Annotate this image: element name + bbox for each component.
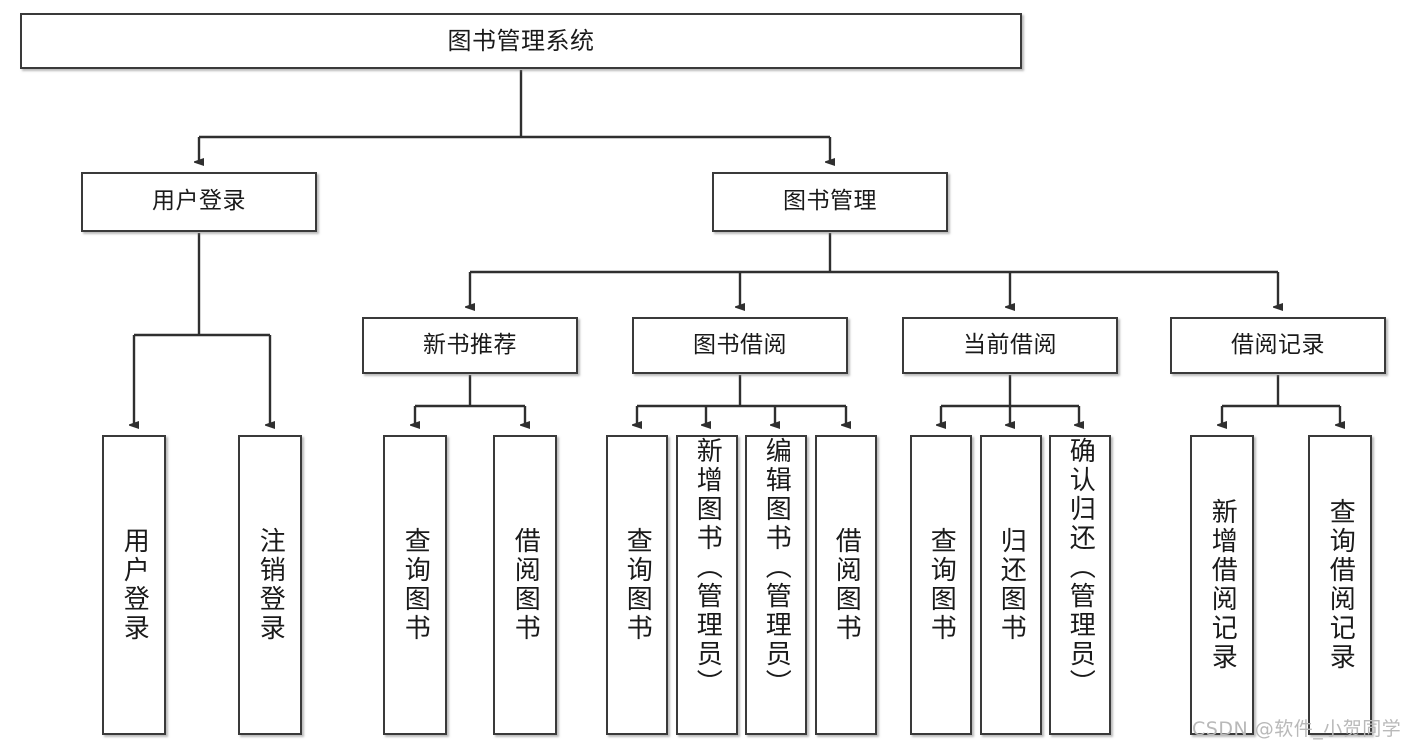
leaf-query-book-recommend[interactable]: 查询图书	[383, 435, 447, 735]
node-book-management-label: 图书管理	[783, 188, 877, 215]
leaf-return-book-label: 归还图书	[996, 527, 1027, 643]
leaf-add-borrow-record-label: 新增借阅记录	[1207, 498, 1238, 672]
node-user-login-label: 用户登录	[152, 188, 246, 215]
node-book-management[interactable]: 图书管理	[712, 172, 948, 232]
leaf-add-book-admin-label: 新增图书（管理员）	[692, 437, 723, 698]
node-root-label: 图书管理系统	[447, 26, 595, 55]
leaf-query-book-borrow[interactable]: 查询图书	[606, 435, 668, 735]
leaf-query-borrow-record[interactable]: 查询借阅记录	[1308, 435, 1372, 735]
leaf-logout-label: 注销登录	[255, 527, 286, 643]
leaf-query-book-borrow-label: 查询图书	[622, 527, 653, 643]
leaf-borrow-book-label: 借阅图书	[831, 527, 862, 643]
leaf-edit-book-admin[interactable]: 编辑图书（管理员）	[745, 435, 807, 735]
leaf-borrow-book-recommend-label: 借阅图书	[510, 527, 541, 643]
leaf-confirm-return-admin[interactable]: 确认归还（管理员）	[1049, 435, 1111, 735]
node-book-borrow[interactable]: 图书借阅	[632, 317, 848, 374]
leaf-query-book-recommend-label: 查询图书	[400, 527, 431, 643]
node-root[interactable]: 图书管理系统	[20, 13, 1022, 69]
leaf-user-login[interactable]: 用户登录	[102, 435, 166, 735]
csdn-watermark: CSDN @软件_小贺同学	[1192, 718, 1402, 740]
leaf-query-book-current-label: 查询图书	[926, 527, 957, 643]
leaf-confirm-return-admin-label: 确认归还（管理员）	[1065, 437, 1096, 698]
node-borrow-record-label: 借阅记录	[1231, 331, 1325, 358]
leaf-add-book-admin[interactable]: 新增图书（管理员）	[676, 435, 738, 735]
leaf-query-borrow-record-label: 查询借阅记录	[1325, 498, 1356, 672]
node-user-login[interactable]: 用户登录	[81, 172, 317, 232]
node-current-borrow[interactable]: 当前借阅	[902, 317, 1118, 374]
node-new-book-recommend-label: 新书推荐	[423, 331, 517, 358]
leaf-edit-book-admin-label: 编辑图书（管理员）	[761, 437, 792, 698]
leaf-logout[interactable]: 注销登录	[238, 435, 302, 735]
leaf-query-book-current[interactable]: 查询图书	[910, 435, 972, 735]
node-borrow-record[interactable]: 借阅记录	[1170, 317, 1386, 374]
leaf-borrow-book[interactable]: 借阅图书	[815, 435, 877, 735]
node-book-borrow-label: 图书借阅	[693, 331, 787, 358]
leaf-borrow-book-recommend[interactable]: 借阅图书	[493, 435, 557, 735]
leaf-add-borrow-record[interactable]: 新增借阅记录	[1190, 435, 1254, 735]
leaf-return-book[interactable]: 归还图书	[980, 435, 1042, 735]
leaf-user-login-label: 用户登录	[119, 527, 150, 643]
node-current-borrow-label: 当前借阅	[963, 331, 1057, 358]
node-new-book-recommend[interactable]: 新书推荐	[362, 317, 578, 374]
